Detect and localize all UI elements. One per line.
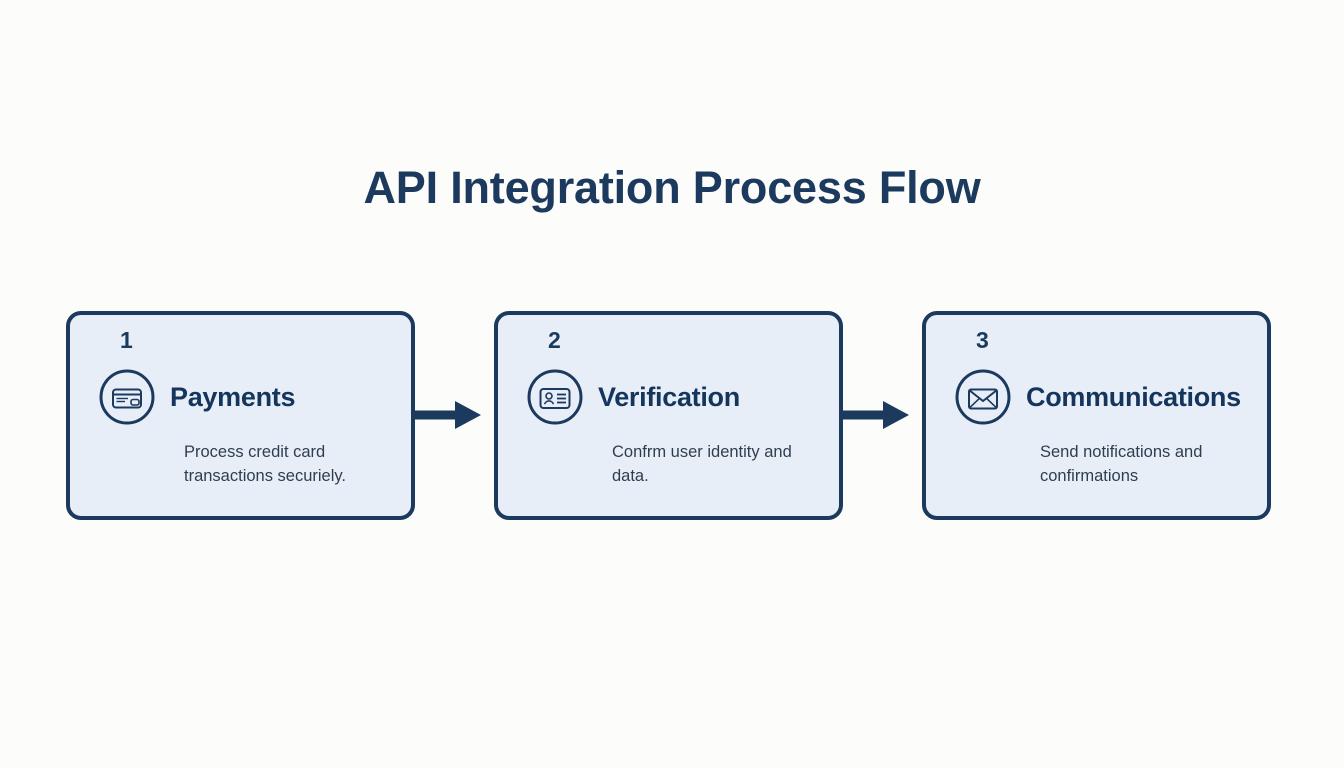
- step-card-communications[interactable]: 3 Communications Send notifications and …: [922, 311, 1271, 520]
- step-header: Verification: [526, 367, 827, 427]
- step-number: 2: [548, 327, 561, 353]
- step-card-verification[interactable]: 2 Verification Confrm user identity and …: [494, 311, 843, 520]
- envelope-icon: [955, 369, 1011, 425]
- step-title: Communications: [1026, 381, 1241, 412]
- id-card-icon: [527, 369, 583, 425]
- step-header: Payments: [98, 367, 399, 427]
- step-description: Confrm user identity and data.: [612, 443, 792, 485]
- page-title: API Integration Process Flow: [363, 162, 981, 213]
- step-title: Payments: [170, 381, 296, 412]
- step-number: 1: [120, 327, 133, 353]
- step-card-payments[interactable]: 1 Payments Process credit card transacti…: [66, 311, 415, 520]
- credit-card-icon: [99, 369, 155, 425]
- step-number: 3: [976, 327, 989, 353]
- step-title: Verification: [598, 381, 740, 412]
- step-description: Send notifications and confirmations: [1040, 443, 1203, 485]
- step-description: Process credit card transactions securie…: [184, 443, 347, 485]
- arrow-right-icon: [415, 401, 481, 429]
- step-header: Communications: [954, 367, 1255, 427]
- arrow-right-icon: [843, 401, 909, 429]
- process-flow-diagram: 1 Payments Process credit card transacti…: [66, 311, 1280, 520]
